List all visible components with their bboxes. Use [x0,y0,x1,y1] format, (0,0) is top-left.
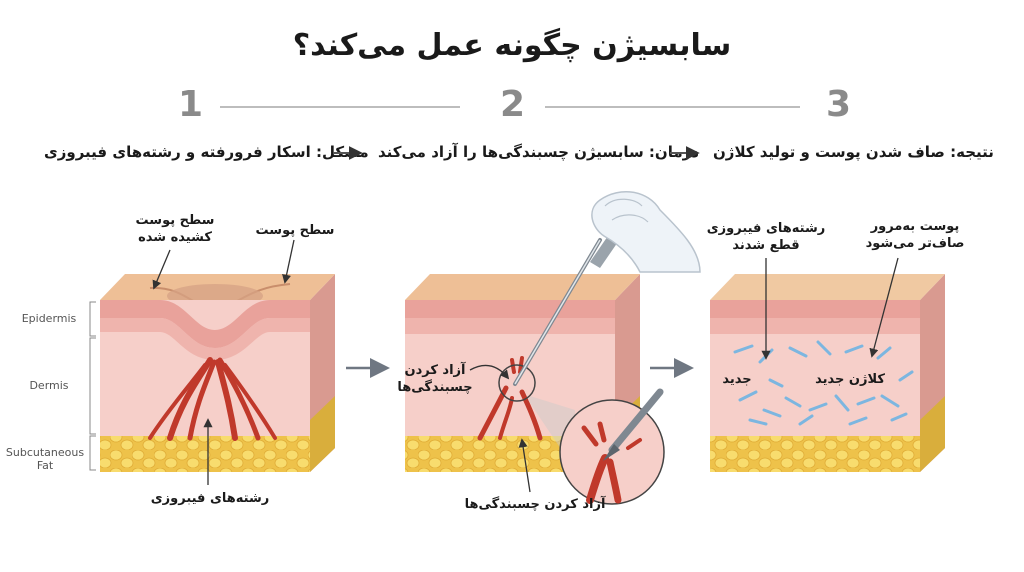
page-title: سابسیژن چگونه عمل می‌کند؟ [292,28,732,63]
label-release-bottom: آزاد کردن چسبندگی‌ها [464,497,606,512]
leader-stretched-surface [152,249,171,290]
panel-treatment [405,191,701,505]
layer-label-fat-line2: Fat [36,459,54,472]
step-text-result: نتیجه: صاف شدن پوست و تولید کلاژن [713,143,994,161]
label-cut-fibers-line1: رشته‌های فیبروزی [706,221,826,236]
label-release-line2: چسبندگی‌ها [397,380,473,395]
label-smoother-line1: پوست به‌مرور [870,219,960,234]
leader-release-lower [518,438,531,493]
label-stretched-surface-line1: سطح پوست [135,213,215,228]
step-divider-1 [220,106,460,108]
layer-label-epidermis: Epidermis [21,312,77,325]
step-text-problem: مشکل: اسکار فرورفته و رشته‌های فیبروزی [44,143,369,161]
step-number-3: 3 [826,84,852,125]
layer-label-dermis: Dermis [29,379,69,392]
label-fibrous-bands: رشته‌های فیبروزی [150,491,270,506]
label-new-collagen: کلاژن جدید [815,372,885,387]
label-release-line1: آزاد کردن [404,363,466,378]
leader-release-upper [469,364,510,380]
step-divider-2 [545,106,800,108]
step-number-1: 1 [178,84,204,125]
panel-result [710,274,945,472]
label-skin-surface: سطح پوست [255,223,335,238]
label-cut-fibers-line2: قطع شدند [732,238,800,253]
panel-problem [100,274,335,472]
leader-smoother-skin [869,257,899,358]
step-number-2: 2 [500,84,526,125]
step-text-treatment: درمان: سابسیژن چسبندگی‌ها را آزاد می‌کند [378,143,699,161]
layer-legend [89,301,96,471]
label-new-left: جدید [722,372,752,387]
layer-label-fat-line1: Subcutaneous [5,446,85,459]
label-smoother-line2: صاف‌تر می‌شود [865,236,965,251]
leader-skin-surface [282,239,295,284]
label-stretched-surface-line2: کشیده شده [138,230,212,245]
